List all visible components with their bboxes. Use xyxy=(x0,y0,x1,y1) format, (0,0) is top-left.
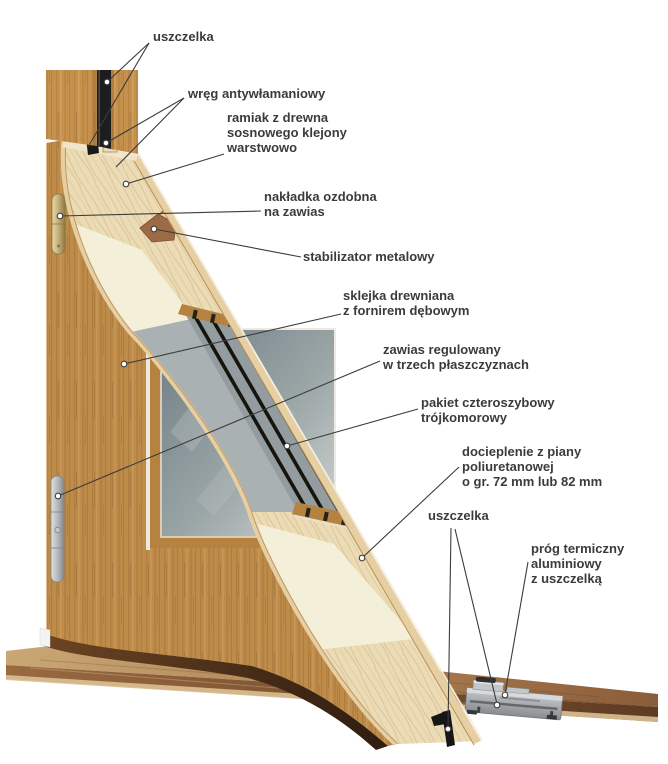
insulation-foam-upper xyxy=(70,222,212,342)
label-wreg: wręg antywłamaniowy xyxy=(188,86,326,101)
leader-lines xyxy=(57,42,529,730)
frame-top-profile xyxy=(46,70,138,154)
label-ramiak: ramiak z drewna sosnowego klejony warstw… xyxy=(227,110,347,155)
label-stabilizator: stabilizator metalowy xyxy=(303,249,435,264)
aluminum-threshold xyxy=(464,676,563,721)
label-pakiet: pakiet czteroszybowy trójkomorowy xyxy=(421,395,555,425)
frame-jamb-wood xyxy=(46,70,97,146)
leaf-bottom-edge xyxy=(44,632,388,750)
label-prog: próg termiczny aluminiowy z uszczelką xyxy=(531,541,625,586)
veneer-edges xyxy=(60,138,483,746)
label-docieplenie: docieplenie z piany poliuretanowej o gr.… xyxy=(462,444,603,489)
hinge-silver xyxy=(50,475,65,583)
hinge-cover-brass xyxy=(51,193,66,255)
seal-black-strip xyxy=(97,70,111,149)
label-nakladka: nakładka ozdobna na zawias xyxy=(264,189,377,219)
leaf-oak-face xyxy=(46,140,397,746)
label-uszczelka-top: uszczelka xyxy=(153,29,214,44)
leader-dots xyxy=(54,78,509,733)
label-zawias: zawias regulowany w trzech płaszczyznach xyxy=(383,342,529,372)
cross-section-band xyxy=(60,129,483,746)
floor-sliver xyxy=(39,627,51,648)
label-sklejka: sklejka drewniana z fornirem dębowym xyxy=(343,288,470,318)
leaf-edge-wood xyxy=(111,70,138,154)
label-uszczelka-bottom: uszczelka xyxy=(428,508,489,523)
